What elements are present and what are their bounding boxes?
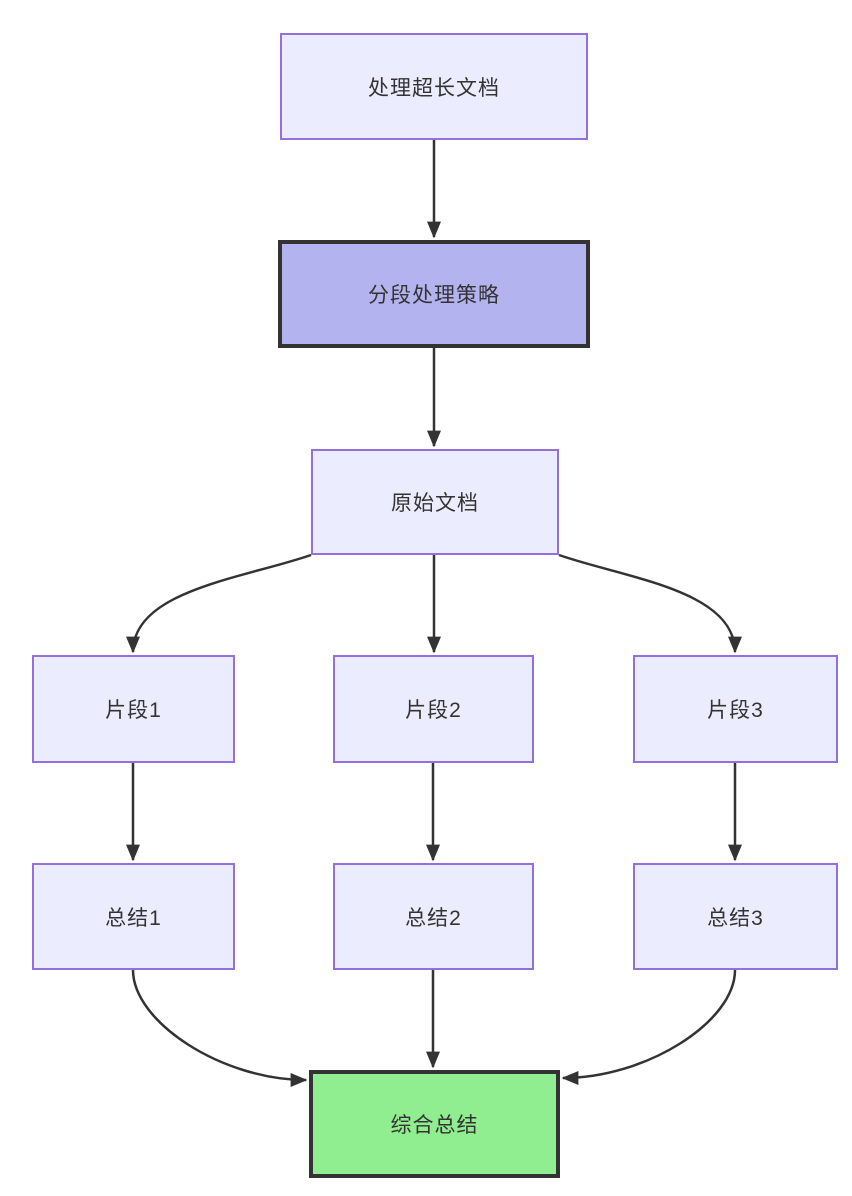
node-combined-summary: 综合总结 [309,1070,560,1178]
node-fragment-2: 片段2 [333,655,534,763]
node-label: 综合总结 [390,1114,479,1137]
edge-i-j [561,969,737,1085]
node-label: 总结1 [105,906,162,930]
edge-g-j [131,969,308,1087]
node-label: 总结2 [405,906,462,930]
node-label: 片段2 [405,699,462,722]
node-segmentation-strategy: 分段处理策略 [278,240,590,348]
node-summary-1: 总结1 [32,863,235,970]
node-label: 分段处理策略 [368,284,500,307]
node-label: 总结3 [707,906,764,930]
node-summary-3: 总结3 [633,863,838,970]
edge-c-d [126,553,312,654]
node-label: 处理超长文档 [368,76,500,100]
node-label: 原始文档 [391,492,479,515]
node-original-doc: 原始文档 [311,449,559,555]
node-fragment-1: 片段1 [32,655,235,763]
node-label: 片段1 [105,699,162,722]
edge-c-f [558,553,742,654]
node-process-long-doc: 处理超长文档 [280,33,588,140]
node-summary-2: 总结2 [333,863,534,970]
node-label: 片段3 [707,699,764,722]
node-fragment-3: 片段3 [633,655,838,763]
